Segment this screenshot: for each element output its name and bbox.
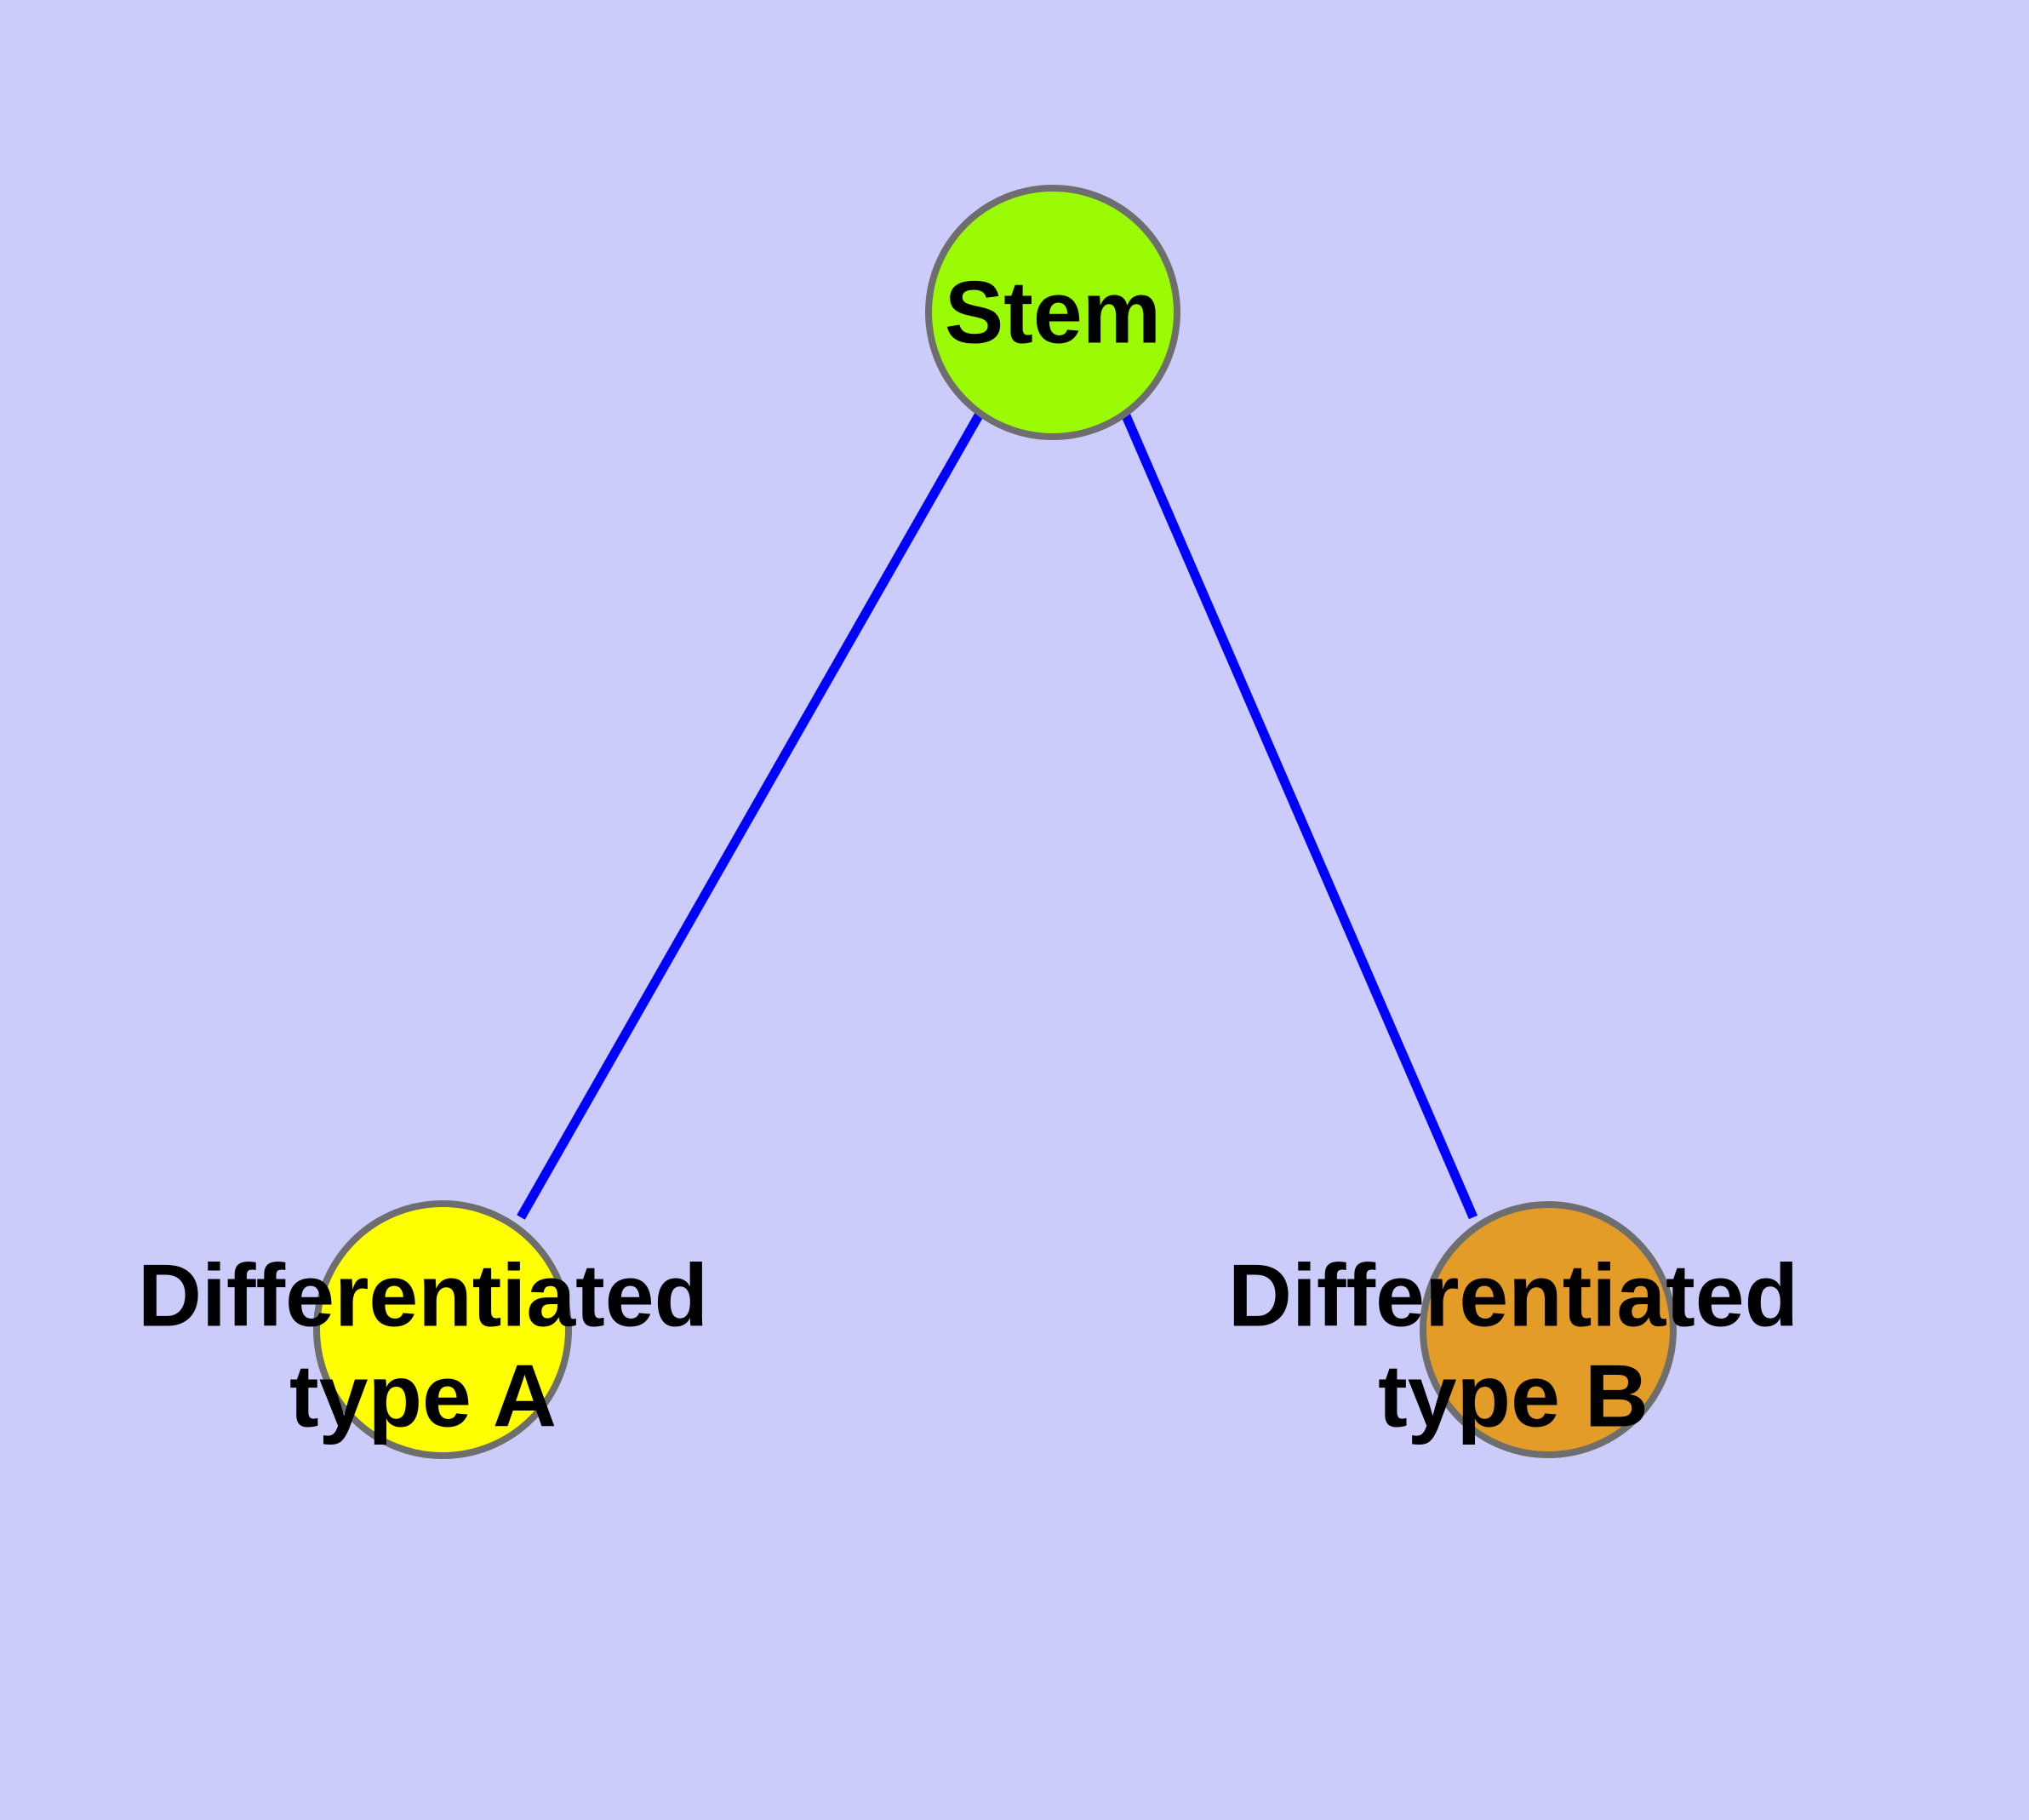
edge-stem-to-differentiated-type-a[interactable] (517, 413, 983, 1220)
node-stem[interactable]: Stem (925, 185, 1180, 440)
node-differentiated-type-b-circle[interactable] (1420, 1201, 1677, 1458)
node-differentiated-type-b-label-line1: Differentiated (1228, 1246, 1798, 1345)
edge-layer (517, 411, 1478, 1220)
node-differentiated-type-a[interactable]: Differentiated type A (138, 1200, 708, 1459)
node-differentiated-type-a-label-line1: Differentiated (138, 1246, 708, 1345)
node-stem-circle[interactable] (925, 185, 1180, 440)
node-differentiated-type-b-label-line2: type B (1378, 1347, 1649, 1445)
node-differentiated-type-b[interactable]: Differentiated type B (1228, 1201, 1798, 1458)
node-differentiated-type-a-circle[interactable] (313, 1200, 572, 1459)
node-stem-label-line1: Stem (945, 263, 1161, 362)
edge-stem-to-differentiated-type-b[interactable] (1120, 411, 1478, 1220)
node-differentiated-type-a-label-line2: type A (289, 1347, 557, 1445)
node-layer: Stem Differentiated type A Differentiate… (138, 185, 1798, 1459)
